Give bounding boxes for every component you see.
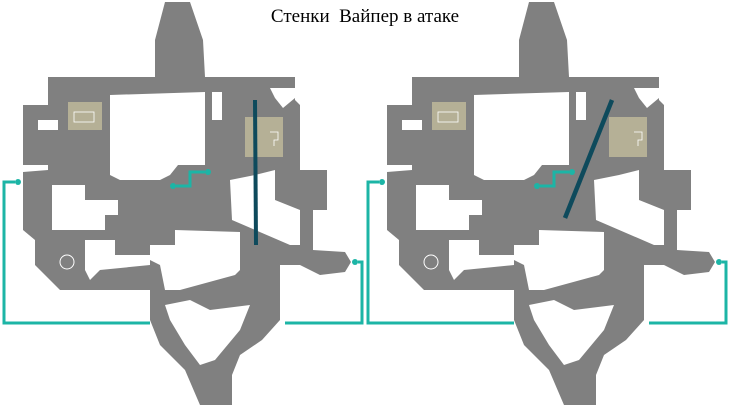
route-right (285, 260, 364, 325)
route-right (649, 260, 728, 325)
route-marker-icon (534, 183, 540, 189)
route-marker-icon (569, 169, 575, 175)
viper-wall-diagonal (562, 99, 615, 219)
map-floor (22, 1, 352, 406)
route-left (2, 180, 150, 325)
route-marker-icon (15, 179, 21, 185)
page-title: Стенки Вайпер в атаке (270, 6, 460, 27)
route-mid (176, 170, 205, 188)
route-marker-icon (170, 183, 176, 189)
viper-wall-vertical (253, 99, 258, 246)
map-right (366, 1, 728, 406)
route-marker-icon (716, 259, 722, 265)
route-left (366, 180, 514, 325)
route-marker-icon (352, 259, 358, 265)
route-marker-icon (379, 179, 385, 185)
route-marker-icon (205, 169, 211, 175)
route-mid (540, 170, 569, 188)
map-left (2, 1, 364, 406)
map-floor (386, 1, 716, 406)
